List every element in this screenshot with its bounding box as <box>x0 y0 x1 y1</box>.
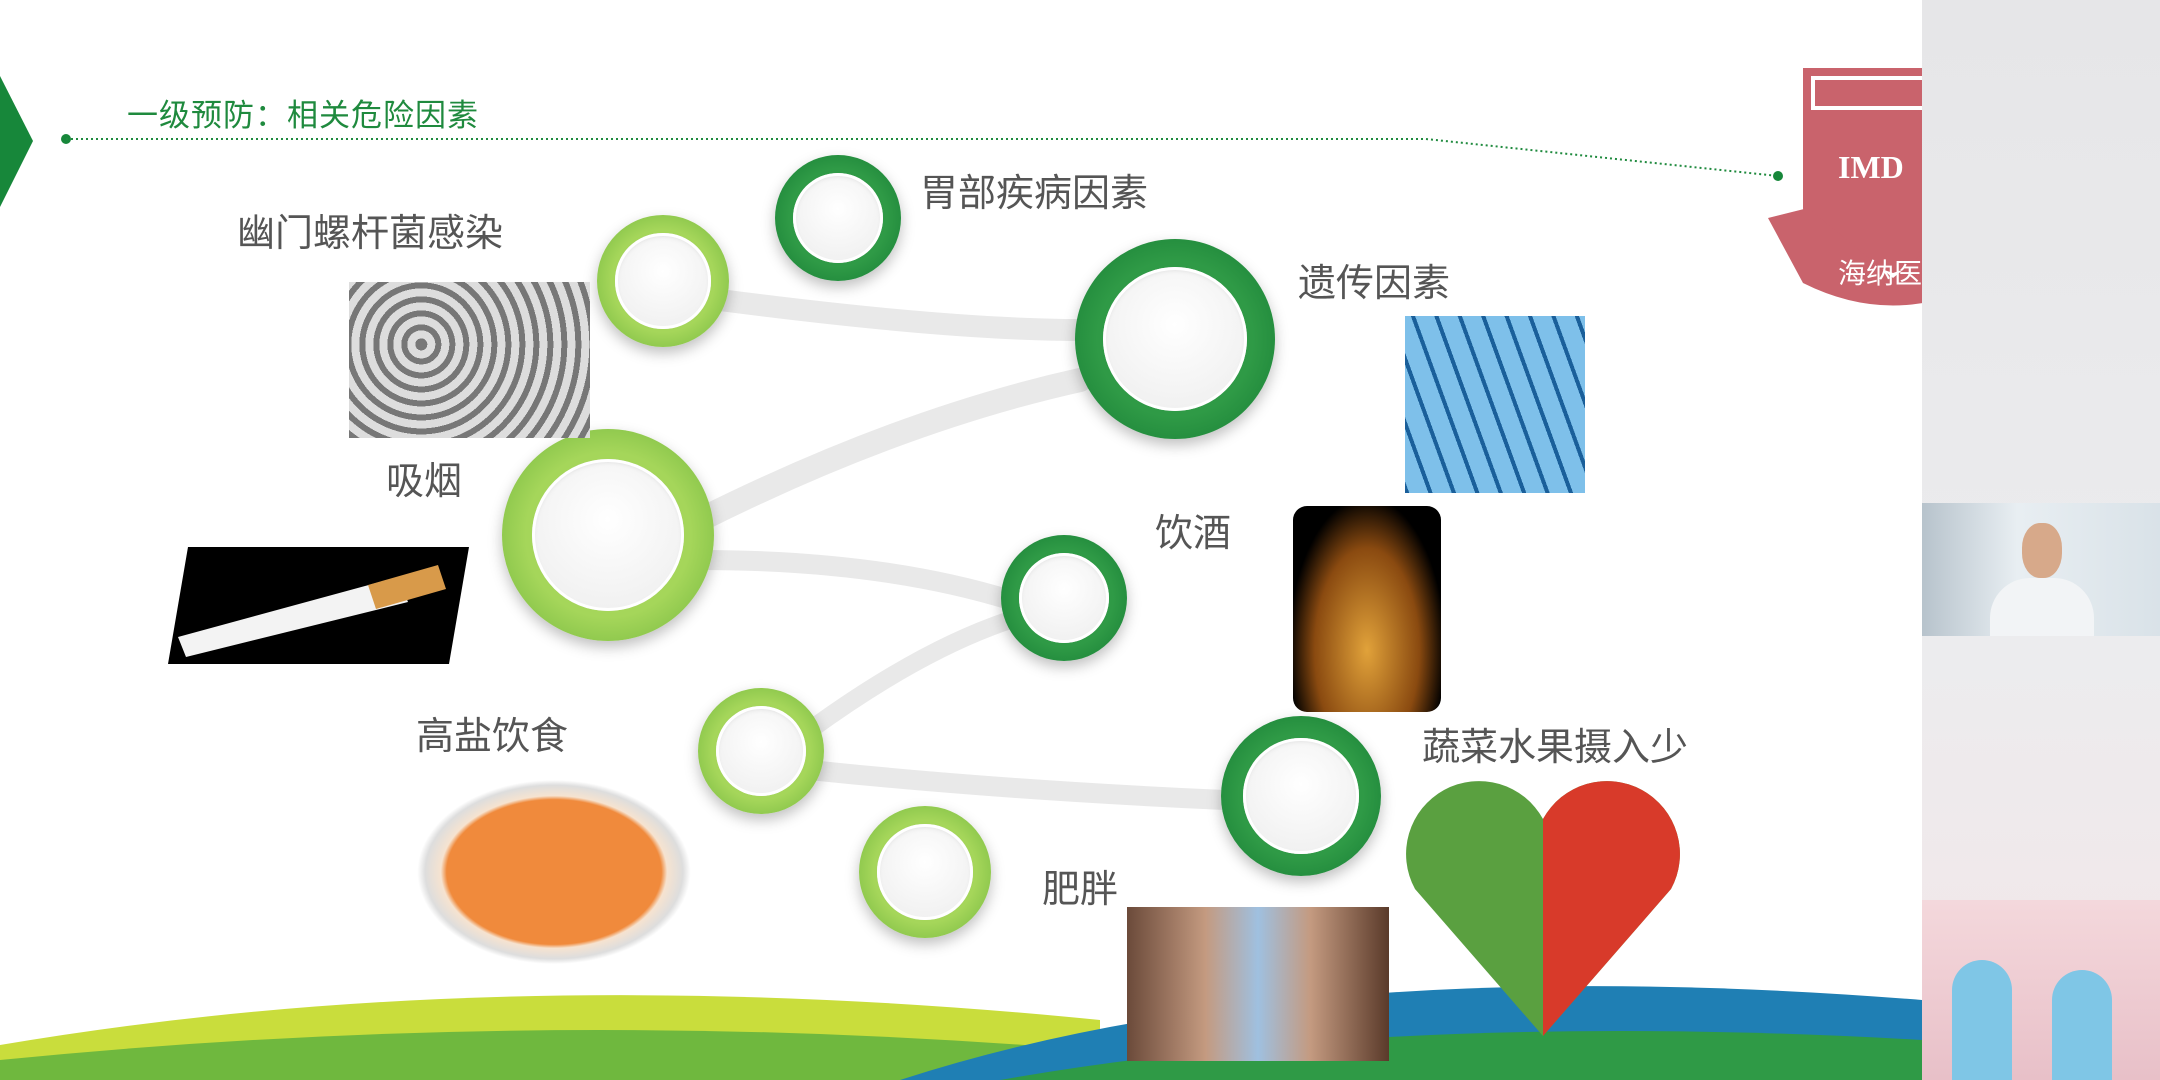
title-divider <box>66 138 1779 177</box>
decorative-illustration <box>1922 900 2160 1080</box>
chevron-decoration <box>0 76 33 207</box>
dna-image <box>1405 316 1585 493</box>
bacteria-image <box>349 282 590 438</box>
factor-circle-alcohol <box>1001 535 1127 661</box>
webcam-feed[interactable] <box>1922 503 2160 636</box>
factor-circle-stomach-disease <box>775 155 901 281</box>
vegetable-heart-image <box>1406 781 1680 1036</box>
cigarette-image <box>168 547 469 664</box>
factor-label: 肥胖 <box>1042 867 1119 911</box>
presentation-slide: 一级预防：相关危险因素 幽门螺杆菌感染 胃部疾病因素 遗传因素 吸烟 饮酒 高盐… <box>0 68 1922 1080</box>
factor-circle-smoking <box>502 429 714 641</box>
factor-label: 胃部疾病因素 <box>920 171 1149 215</box>
right-sidebar <box>1922 0 2160 1080</box>
factor-label: 吸烟 <box>386 459 463 503</box>
page-title: 一级预防：相关危险因素 <box>127 98 479 134</box>
whisky-image <box>1293 506 1441 712</box>
svg-text:海纳医学: 海纳医学 <box>1838 257 1922 290</box>
obesity-image <box>1127 907 1389 1061</box>
factor-label: 饮酒 <box>1155 511 1232 555</box>
factor-label: 高盐饮食 <box>416 714 569 758</box>
factor-circle-high-salt <box>698 688 824 814</box>
svg-text:IMD: IMD <box>1838 149 1904 185</box>
factor-circle-genetic <box>1075 239 1275 439</box>
slide-decorations <box>0 76 1922 1080</box>
factor-circle-obesity <box>859 806 991 938</box>
factor-label: 幽门螺杆菌感染 <box>237 211 504 255</box>
factor-circle-low-vegetables <box>1221 716 1381 876</box>
factor-label: 遗传因素 <box>1298 261 1451 305</box>
imd-logo: IMD 海纳医学 <box>1768 68 1922 306</box>
salted-food-image <box>416 779 692 965</box>
connector-ribbons <box>688 289 1235 810</box>
factor-label: 蔬菜水果摄入少 <box>1422 725 1689 769</box>
factor-circle-helicobacter <box>597 215 729 347</box>
